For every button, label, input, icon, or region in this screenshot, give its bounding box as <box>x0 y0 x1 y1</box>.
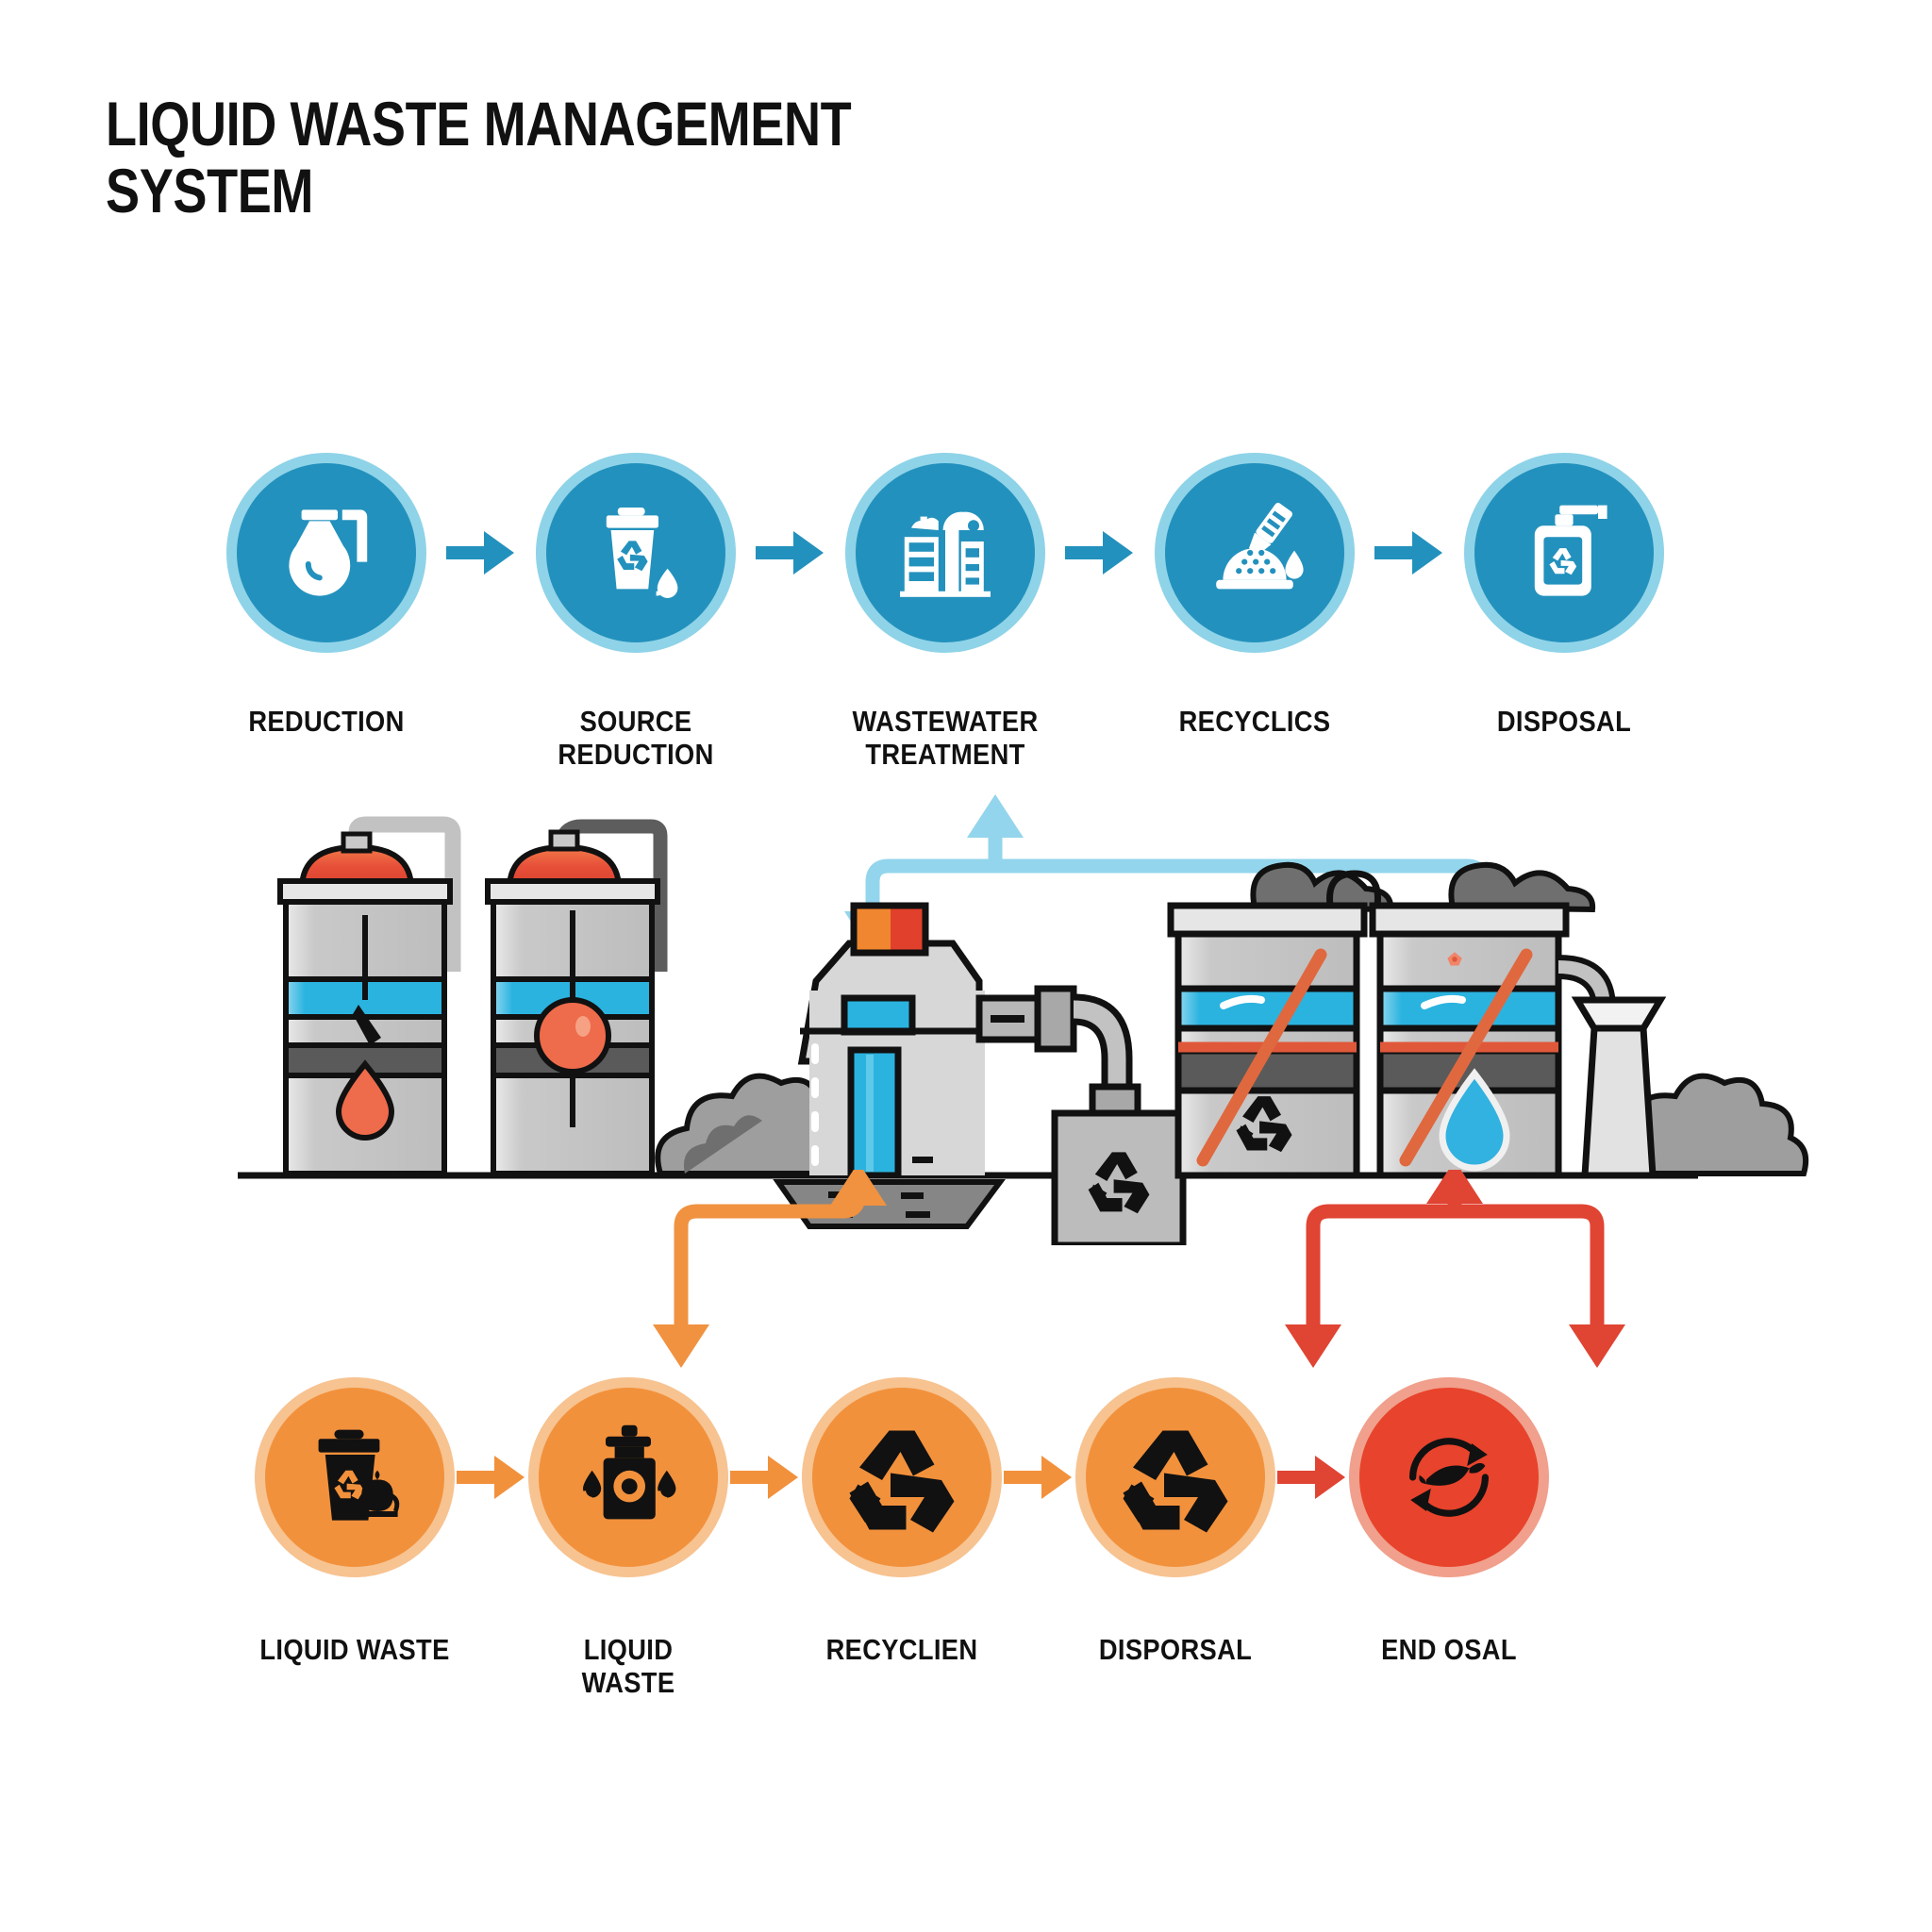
node-label: REDUCTION <box>248 705 405 738</box>
flow-arrow-1 <box>457 1456 525 1499</box>
recycle-arrows-icon <box>1119 1421 1232 1534</box>
flow-arrow-3 <box>1004 1456 1072 1499</box>
process-node-recyclics[interactable] <box>1155 453 1355 653</box>
fish-recycle-icon <box>1392 1421 1506 1534</box>
node-label: DISPORSAL <box>1098 1633 1253 1666</box>
process-node-disposal[interactable] <box>1464 453 1664 653</box>
page-title: LIQUID WASTE MANAGEMENT SYSTEM <box>106 89 852 226</box>
process-node-liquid-waste[interactable] <box>255 1377 455 1577</box>
water-bottle-droplet-icon <box>270 496 383 609</box>
flow-arrow-2 <box>756 531 824 575</box>
tap-drum-droplets-icon <box>572 1421 685 1534</box>
process-node-recyclien[interactable] <box>802 1377 1002 1577</box>
recycle-symbol-box <box>1088 1152 1150 1214</box>
jerrycan-recycle-icon <box>1507 496 1621 609</box>
connector-arrow-down-liquid-waste <box>653 1324 709 1368</box>
flow-arrow-4 <box>1277 1456 1345 1499</box>
connector-arrow-up-to-disposal-tanks <box>1426 1170 1483 1204</box>
node-label: LIQUID WASTE <box>581 1633 675 1699</box>
disposal-tank-no-water <box>1369 861 1616 1179</box>
storage-tank-droplet <box>277 816 461 1176</box>
node-label: RECYCLICS <box>1178 705 1331 738</box>
bottom-connectors <box>653 1170 1625 1368</box>
recycle-arrows-icon <box>845 1421 958 1534</box>
flow-arrow-4 <box>1374 531 1442 575</box>
flow-arrow-1 <box>446 531 514 575</box>
recycle-symbol-tank <box>1236 1096 1292 1153</box>
treatment-plant-icon <box>889 496 1002 609</box>
process-node-disporsal[interactable] <box>1075 1377 1275 1577</box>
flow-arrow-2 <box>730 1456 798 1499</box>
node-label: SOURCE REDUCTION <box>558 705 714 771</box>
flow-arrow-3 <box>1065 531 1133 575</box>
node-label: END OSAL <box>1381 1633 1517 1666</box>
node-label: RECYCLIEN <box>825 1633 978 1666</box>
node-label: DISPOSAL <box>1496 705 1632 738</box>
trash-bin-recycle-icon <box>298 1421 411 1534</box>
disposal-tank-no-recycle <box>1167 861 1394 1179</box>
connector-arrow-down-end-osal <box>1569 1324 1625 1368</box>
process-node-source-reduction[interactable] <box>536 453 736 653</box>
process-node-end-osal[interactable] <box>1349 1377 1549 1577</box>
storage-tank-gauge <box>485 819 668 1176</box>
node-label: LIQUID WASTE <box>259 1633 450 1666</box>
connector-arrow-up-to-plant <box>830 1170 887 1206</box>
node-label: WASTEWATER TREATMENT <box>852 705 1039 771</box>
cooling-tower <box>1571 996 1809 1179</box>
process-node-reduction[interactable] <box>226 453 426 653</box>
process-node-wastewater-treatment[interactable] <box>845 453 1045 653</box>
connector-arrow-up-to-treatment <box>967 794 1024 838</box>
recycle-bin-droplet-icon <box>579 496 692 609</box>
connector-arrow-down-disporsal <box>1285 1324 1341 1368</box>
filter-funnel-droplet-icon <box>1198 496 1311 609</box>
hazard-mark-icon <box>1447 952 1462 966</box>
industrial-scene <box>238 816 1809 1245</box>
process-node-liquid-waste[interactable] <box>528 1377 728 1577</box>
